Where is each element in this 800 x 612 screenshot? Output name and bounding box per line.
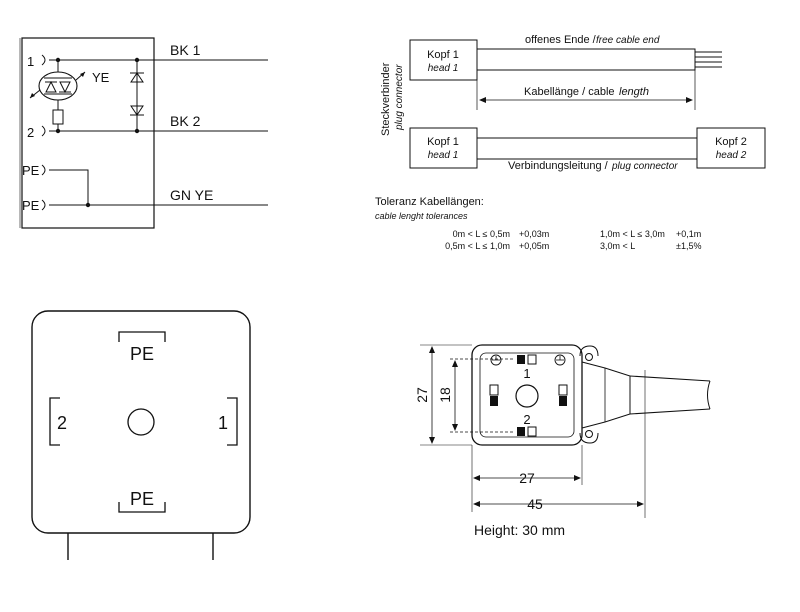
- tolerance-range: 3,0m < L: [600, 241, 635, 251]
- svg-text:Kopf 1: Kopf 1: [427, 136, 459, 148]
- dimension-drawing: 1 2 27 18 27 45 Height: 30 mm: [414, 344, 711, 538]
- tolerance-range: 0m < L ≤ 0,5m: [453, 229, 510, 239]
- tolerance-value: +0,03m: [519, 229, 549, 239]
- contact-1-label: 1: [523, 366, 530, 381]
- resistor-symbol: [52, 109, 64, 125]
- tolerance-value: +0,05m: [519, 241, 549, 251]
- pe-label-b: PE: [22, 198, 40, 213]
- wire-gnye-label: GN YE: [170, 187, 213, 203]
- svg-text:plug connector: plug connector: [611, 161, 678, 172]
- wire-bk1-label: BK 1: [170, 42, 201, 58]
- svg-text:Kopf 2: Kopf 2: [715, 136, 747, 148]
- diode-down-symbol: [130, 105, 144, 116]
- side-label: Steckverbinder: [380, 62, 392, 136]
- face-pin-left: 2: [57, 413, 67, 433]
- contact-2-label: 2: [523, 412, 530, 427]
- cable-bottom: [476, 137, 698, 160]
- pin1-label: 1: [27, 54, 34, 69]
- wire-bk2-label: BK 2: [170, 113, 201, 129]
- side-label-en: plug connector: [394, 64, 405, 131]
- center-hole: [127, 408, 155, 436]
- dim-height-outer: 27: [414, 387, 430, 403]
- center-hole: [515, 384, 539, 408]
- pin2-label: 2: [27, 125, 34, 140]
- dim-width-total: 45: [527, 496, 543, 512]
- face-pin-right: 1: [218, 413, 228, 433]
- head1-bottom-box: [409, 127, 478, 169]
- tolerance-range: 1,0m < L ≤ 3,0m: [600, 229, 665, 239]
- free-end-label: offenes Ende /: [525, 34, 597, 46]
- led-color-label: YE: [92, 70, 110, 85]
- tolerance-value: ±1,5%: [676, 241, 701, 251]
- tolerance-title: Toleranz Kabellängen:: [375, 196, 484, 208]
- ground-icon: [554, 354, 566, 366]
- svg-text:length: length: [619, 86, 649, 98]
- face-outline: [31, 310, 251, 534]
- cable-top: [476, 48, 696, 71]
- svg-text:Kopf 1: Kopf 1: [427, 49, 459, 61]
- schematic-frame: [21, 37, 155, 229]
- tolerance-table: Toleranz Kabellängen: cable lenght toler…: [375, 196, 701, 251]
- svg-text:head 1: head 1: [428, 63, 459, 74]
- head2-box: [696, 127, 766, 169]
- svg-text:free cable end: free cable end: [596, 35, 660, 46]
- cable-length-label: Kabellänge / cable: [524, 86, 615, 98]
- ground-icon: [490, 354, 502, 366]
- tolerance-value: +0,1m: [676, 229, 701, 239]
- tolerance-range: 0,5m < L ≤ 1,0m: [445, 241, 510, 251]
- face-pe-bottom: PE: [130, 489, 154, 509]
- tolerance-subtitle: cable lenght tolerances: [375, 211, 468, 221]
- pe-label-a: PE: [22, 163, 40, 178]
- wiring-schematic: 1 2 PE PE YE BK 1 BK 2: [19, 37, 268, 229]
- svg-text:head 1: head 1: [428, 150, 459, 161]
- connector-face: PE PE 2 1: [31, 310, 251, 560]
- led-icon: [38, 71, 78, 101]
- diode-up-symbol: [130, 72, 144, 83]
- dim-height-inner: 18: [437, 387, 453, 403]
- height-note: Height: 30 mm: [474, 522, 565, 538]
- face-pe-top: PE: [130, 344, 154, 364]
- cable-sketch: Steckverbinder plug connector Kopf 1 hea…: [380, 34, 766, 172]
- svg-text:head 2: head 2: [716, 150, 747, 161]
- dim-width-body: 27: [519, 470, 535, 486]
- connection-label: Verbindungsleitung /: [508, 160, 609, 172]
- connector-body: [471, 344, 583, 446]
